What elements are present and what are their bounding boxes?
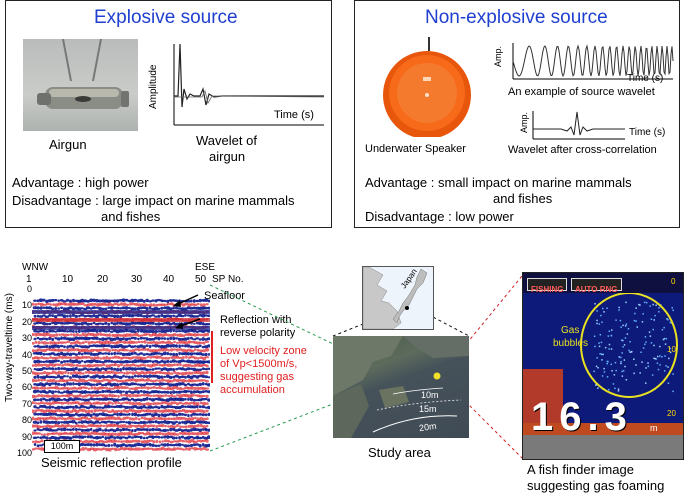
sp-tick-50: 50 (195, 274, 207, 285)
explosive-source-panel: Explosive source Airgun Amplitude Time (… (5, 0, 332, 228)
auto-range-button-label: AUTO RNG (575, 285, 618, 294)
study-area-satellite-map: 10m 15m 20m (333, 336, 469, 438)
nonexplosive-source-panel: Non-explosive source Underwater Speaker … (354, 0, 680, 228)
fishing-button[interactable]: FISHING (527, 278, 568, 294)
explosive-title: Explosive source (94, 7, 238, 28)
low-velocity-label-2: of Vp<1500m/s, (220, 358, 298, 370)
seismic-ese: ESE (195, 262, 216, 273)
auto-range-button[interactable]: AUTO RNG (571, 278, 622, 294)
nonexplosive-disadvantage: Disadvantage : low power (365, 209, 514, 224)
xcorr-caption: Wavelet after cross-correlation (508, 144, 657, 156)
nonexplosive-advantage-line1: Advantage : small impact on marine mamma… (365, 175, 632, 190)
y-tick-label: 100 (16, 448, 32, 458)
source-wavelet-plot (512, 43, 674, 80)
airgun-wavelet-caption-2: airgun (209, 149, 246, 164)
y-tick-label: 40 (21, 349, 32, 360)
underwater-speaker-photo (383, 37, 471, 137)
fish-finder-screen: FISHING AUTO RNG 0 10 20 Gas bubbles 16.… (522, 272, 684, 460)
y-tick-label: 60 (21, 382, 32, 393)
sp-tick-40: 40 (163, 274, 175, 285)
scale-bar: 100m (44, 440, 80, 453)
airgun-caption: Airgun (49, 137, 87, 152)
y-tick-label: 70 (21, 398, 32, 409)
airgun-wavelet-plot (173, 43, 325, 126)
fish-finder-caption-2: suggesting gas foaming (527, 478, 665, 493)
depth-10m: 10m (421, 390, 439, 400)
depth-15m: 15m (419, 404, 437, 414)
y-tick-label: 30 (21, 333, 32, 344)
y-tick-label: 20 (21, 316, 32, 327)
japan-inset-map: Japan (362, 266, 434, 330)
y-tick-label: 10 (21, 300, 32, 311)
y-tick-label: 50 (21, 366, 32, 376)
fishing-button-label: FISHING (531, 285, 564, 294)
airgun-drawing (37, 38, 129, 109)
explosive-disadvantage-line2: and fishes (101, 209, 161, 224)
ff-scale-20: 20 (667, 409, 676, 418)
y-tick-label: 0 (26, 284, 32, 294)
airgun-wavelet-caption-1: Wavelet of (196, 133, 257, 148)
seismic-caption: Seismic reflection profile (41, 455, 182, 470)
gas-bubbles-label-2: bubbles (553, 338, 589, 349)
seafloor-label: Seafloor (204, 290, 245, 302)
explosive-disadvantage-line1: Disadvantage : large impact on marine ma… (12, 193, 295, 208)
sp-no-label: SP No. (212, 274, 244, 285)
ff-scale-10: 10 (667, 345, 676, 354)
sp-tick-30: 30 (131, 274, 143, 285)
ff-scale-0: 0 (671, 277, 676, 286)
sp-tick-20: 20 (97, 274, 109, 285)
sp-tick-1: 1 (26, 274, 32, 285)
nonexplosive-title: Non-explosive source (425, 7, 608, 28)
xcorr-wavelet-plot (532, 111, 625, 140)
japan-outline (362, 266, 428, 330)
sp-tick-10: 10 (62, 274, 74, 285)
low-velocity-label-3: suggesting gas (220, 371, 294, 383)
reflection-label-2: reverse polarity (220, 327, 296, 339)
fish-finder-caption-1: A fish finder image (527, 462, 634, 477)
nonexplosive-advantage-line2: and fishes (493, 191, 553, 206)
depth-readout: 16.3 (531, 395, 633, 439)
source-time-label: Time (s) (627, 73, 664, 84)
airgun-time-label: Time (s) (274, 109, 314, 121)
depth-unit: m (650, 423, 658, 433)
y-tick-label: 80 (21, 415, 32, 426)
seismic-arrows (173, 294, 201, 329)
low-velocity-label-1: Low velocity zone (220, 345, 307, 357)
reflection-label-1: Reflection with (220, 314, 292, 326)
xcorr-time-label: Time (s) (629, 127, 666, 138)
seismic-wnw: WNW (22, 262, 49, 273)
scale-bar-label: 100m (50, 441, 74, 451)
source-wavelet-caption: An example of source wavelet (508, 86, 655, 98)
study-area-map-drawing (333, 336, 469, 438)
speaker-caption: Underwater Speaker (365, 143, 466, 155)
airgun-photo (23, 38, 138, 131)
seismic-y-ticks: 0 10 20 30 40 50 60 70 80 90 100 (16, 284, 32, 464)
low-velocity-bracket (211, 331, 213, 383)
seismic-reflection-section (32, 286, 210, 452)
y-tick-label: 90 (21, 431, 32, 442)
explosive-advantage: Advantage : high power (12, 175, 149, 190)
low-velocity-label-4: accumulation (220, 384, 285, 396)
gas-bubbles-label-1: Gas (561, 325, 580, 336)
study-area-caption: Study area (368, 445, 431, 460)
